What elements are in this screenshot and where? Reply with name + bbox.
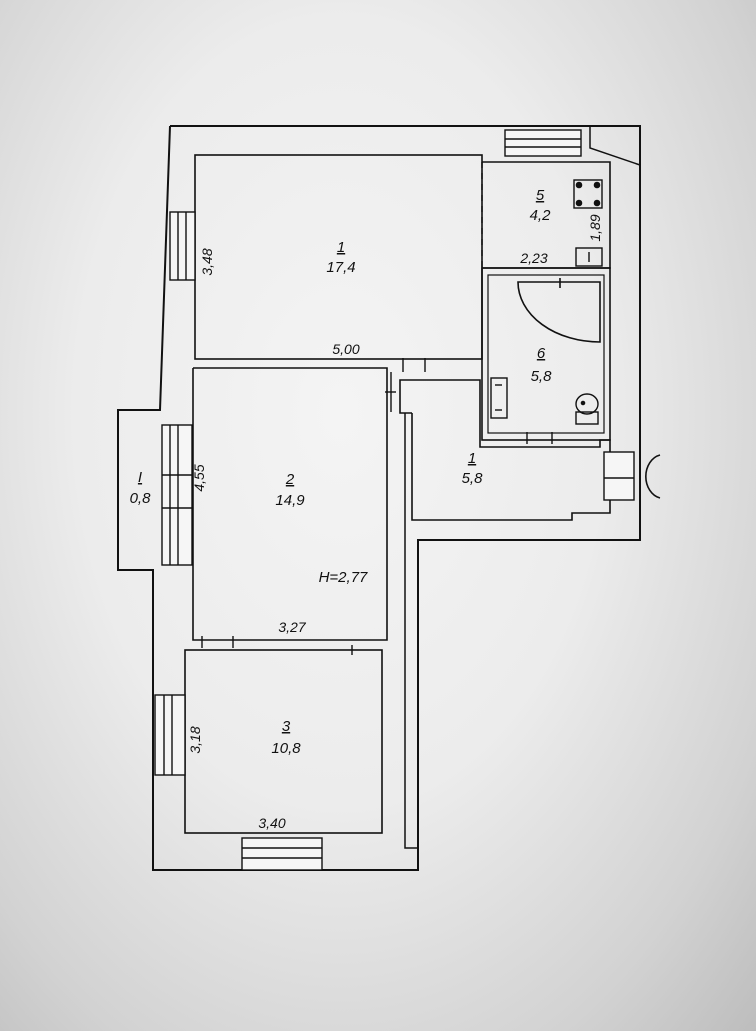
doorways xyxy=(201,358,553,655)
corridor-wall xyxy=(404,413,418,849)
window-room3-bottom xyxy=(241,837,323,871)
room-4-outline xyxy=(194,154,483,360)
room-6-number: 6 xyxy=(537,345,546,362)
room-6-outline xyxy=(481,267,611,441)
window-room1 xyxy=(603,451,635,501)
dim-room2-width: 3,27 xyxy=(278,619,306,635)
dim-room4-height: 3,48 xyxy=(199,248,215,275)
balcony-number: I xyxy=(138,469,142,486)
balcony-area: 0,8 xyxy=(130,490,152,507)
sink-icon xyxy=(575,247,603,267)
room-6-inner xyxy=(487,274,605,434)
ceiling-height: H=2,77 xyxy=(319,569,368,586)
window-room2 xyxy=(161,424,193,566)
room-1-number: 1 xyxy=(468,450,476,467)
dim-room2-height: 4,55 xyxy=(191,464,207,491)
stove-icon xyxy=(573,179,603,209)
room-4-number: 1 xyxy=(337,239,345,256)
room-3-number: 3 xyxy=(282,718,291,735)
room-3-area: 10,8 xyxy=(271,740,301,757)
room-4-area: 17,4 xyxy=(326,259,355,276)
dim-room3-width: 3,40 xyxy=(258,815,285,831)
toilet-icon xyxy=(575,393,599,425)
window-room4 xyxy=(169,211,196,281)
room-1-area: 5,8 xyxy=(462,470,484,487)
washbasin-icon xyxy=(490,377,508,419)
room-2-outline xyxy=(192,367,388,641)
outer-wall xyxy=(117,125,641,871)
outer-wall-notch xyxy=(589,126,641,166)
room-2-number: 2 xyxy=(285,471,295,488)
room-2-area: 14,9 xyxy=(275,492,305,509)
room-5-number: 5 xyxy=(536,187,545,204)
entrance-door-arc-icon xyxy=(645,454,661,499)
room-6-area: 5,8 xyxy=(531,368,553,385)
shower-icon xyxy=(517,278,601,343)
dim-room4-width: 5,00 xyxy=(332,341,359,357)
window-room3-side xyxy=(154,694,186,776)
dim-room3-height: 3,18 xyxy=(187,726,203,753)
dim-room5-height: 1,89 xyxy=(587,214,603,241)
room-5-area: 4,2 xyxy=(530,207,552,224)
room-1-outline xyxy=(399,379,611,521)
dim-room5-width: 2,23 xyxy=(519,250,547,266)
window-top xyxy=(504,129,582,157)
